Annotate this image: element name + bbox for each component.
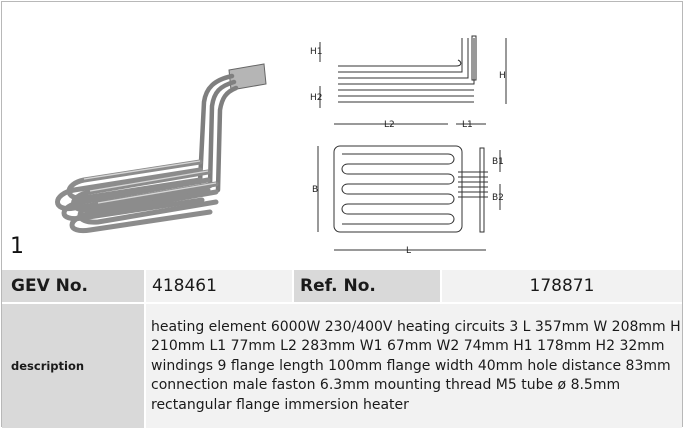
- description-text: heating element 6000W 230/400V heating c…: [151, 319, 681, 413]
- gev-label: GEV No.: [2, 270, 144, 302]
- gev-value: 418461: [144, 270, 292, 302]
- item-number: 1: [10, 234, 24, 259]
- label-l2: L2: [384, 120, 395, 130]
- label-h2: H2: [310, 93, 323, 103]
- ref-value: 178871: [440, 270, 682, 302]
- technical-drawing: H1 H2 H L2 L1 B B1 B2 L: [310, 35, 507, 256]
- label-b1: B1: [492, 157, 504, 167]
- description-label: description: [2, 304, 144, 428]
- label-b: B: [312, 185, 318, 195]
- label-l: L: [406, 246, 411, 256]
- label-h1: H1: [310, 47, 323, 57]
- gev-row: GEV No. 418461 Ref. No. 178871: [2, 270, 682, 302]
- label-b2: B2: [492, 193, 504, 203]
- heating-element-photo: [55, 63, 267, 234]
- label-l1: L1: [462, 120, 473, 130]
- label-h: H: [499, 71, 506, 81]
- description-row: description heating element 6000W 230/40…: [2, 304, 682, 428]
- product-image-area: 1: [2, 2, 682, 268]
- description-value: heating element 6000W 230/400V heating c…: [144, 304, 682, 428]
- ref-label: Ref. No.: [292, 270, 440, 302]
